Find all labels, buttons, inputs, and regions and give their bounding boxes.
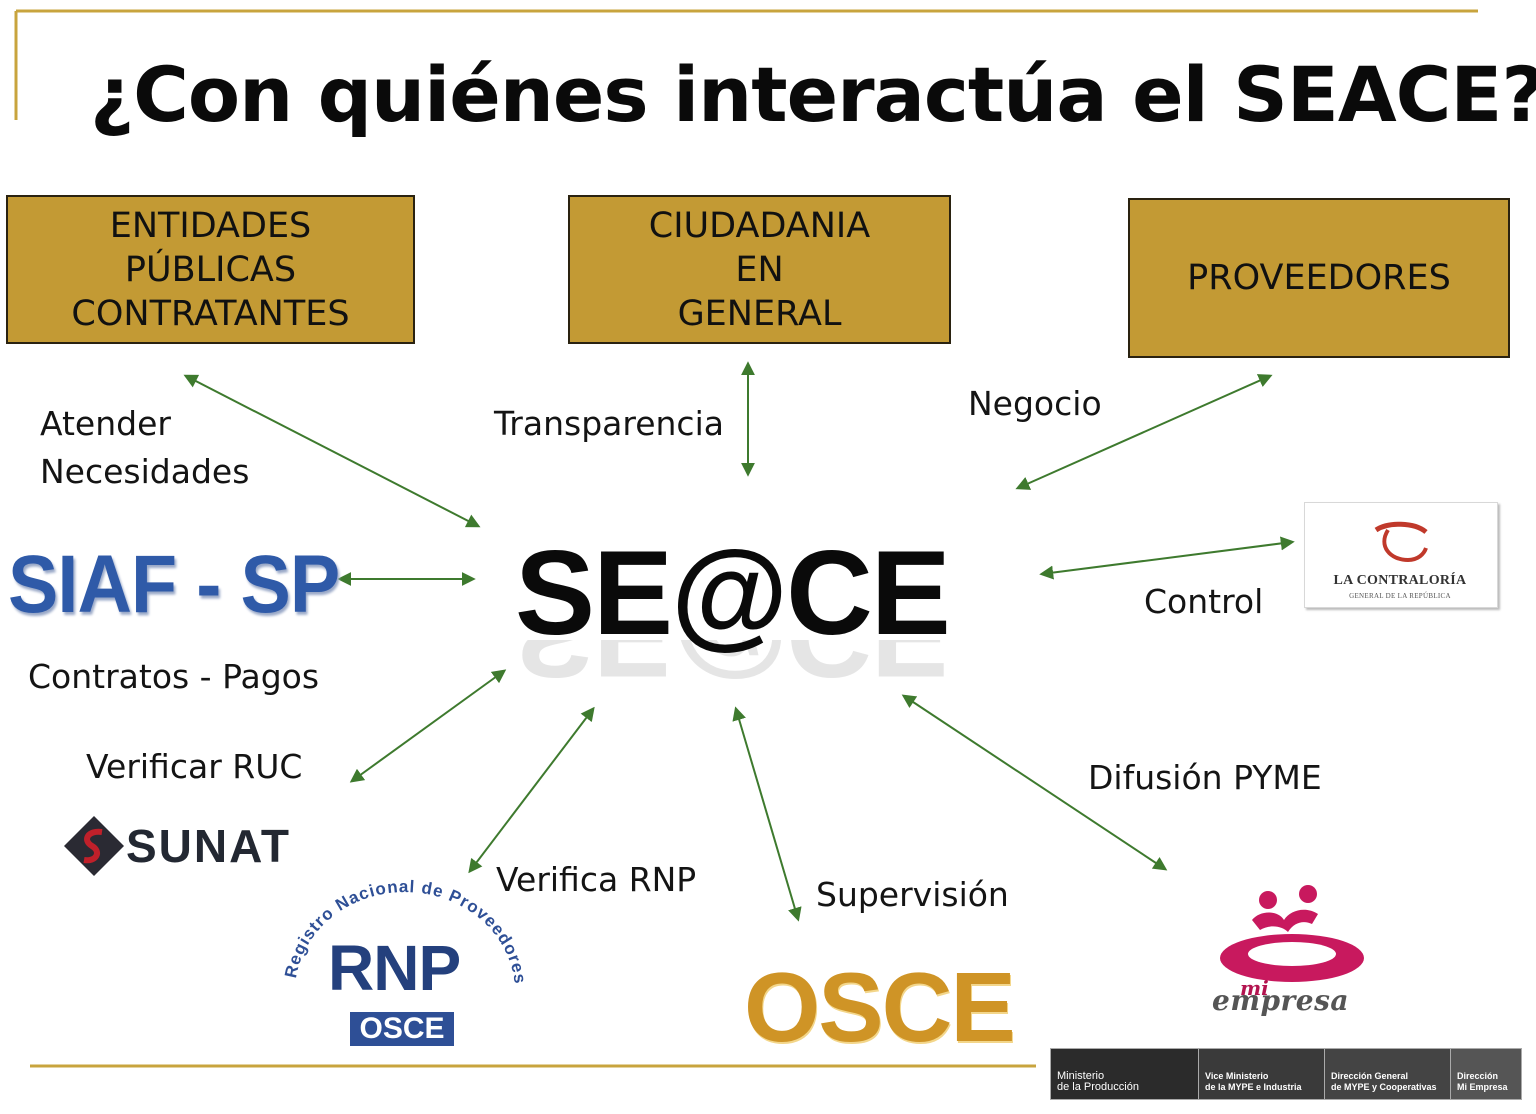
page-title: ¿Con quiénes interactúa el SEACE? bbox=[90, 50, 1536, 139]
ministry-footer-bar: Ministerio de la Producción Vice Ministe… bbox=[1050, 1048, 1522, 1100]
osce-logo: OSCE bbox=[744, 952, 1016, 1062]
rnp-osce-badge: OSCE bbox=[350, 1012, 454, 1046]
arrow-contraloria bbox=[1039, 536, 1295, 580]
ministry-cell-mi-empresa: Dirección Mi Empresa bbox=[1451, 1049, 1521, 1099]
arrow-entidades bbox=[183, 374, 481, 528]
entidades-line-2: PÚBLICAS bbox=[124, 249, 297, 290]
entidades-line-1: ENTIDADES bbox=[109, 205, 312, 246]
label-negocio: Negocio bbox=[968, 384, 1102, 423]
seace-reflection: SE@CE bbox=[515, 640, 949, 700]
label-transparencia: Transparencia bbox=[494, 404, 724, 443]
sunat-logo: SUNAT bbox=[126, 820, 292, 872]
proveedores-line-1: PROVEEDORES bbox=[1187, 258, 1451, 298]
arrow-proveedores bbox=[1015, 374, 1273, 490]
label-atender-line-2: Necesidades bbox=[40, 452, 250, 491]
ciudadania-box: CIUDADANIA EN GENERAL bbox=[568, 195, 951, 344]
contraloria-logo bbox=[1304, 502, 1498, 608]
seace-center-logo: SE@CE bbox=[515, 526, 951, 660]
arrow-miempresa bbox=[901, 694, 1168, 871]
ministry-cell-direccion-general: Dirección General de MYPE y Cooperativas bbox=[1325, 1049, 1451, 1099]
sunat-diamond-icon bbox=[64, 816, 124, 876]
label-contratos: Contratos - Pagos bbox=[28, 657, 320, 696]
siaf-logo: SIAF - SP bbox=[8, 539, 340, 630]
label-atender-line-1: Atender bbox=[40, 404, 171, 443]
label-atender: Atender Necesidades bbox=[40, 400, 249, 496]
ministry-cell-vice: Vice Ministerio de la MYPE e Industria bbox=[1199, 1049, 1325, 1099]
label-control: Control bbox=[1144, 582, 1264, 621]
miempresa-mi-text: mi bbox=[1240, 976, 1269, 1000]
arrow-sunat bbox=[349, 669, 507, 783]
arrow-rnp bbox=[468, 706, 595, 874]
ciudadania-line-1: CIUDADANIA bbox=[648, 205, 871, 246]
rnp-arc-text: Registro Nacional de Proveedores bbox=[281, 877, 529, 985]
proveedores-box: PROVEEDORES bbox=[1128, 198, 1510, 358]
rnp-logo-letters: RNP bbox=[328, 932, 461, 1004]
miempresa-empresa-text: empresa bbox=[1212, 984, 1349, 1017]
entidades-line-3: CONTRATANTES bbox=[71, 293, 350, 334]
entidades-box: ENTIDADES PÚBLICAS CONTRATANTES bbox=[6, 195, 415, 344]
arrow-osce bbox=[732, 706, 802, 922]
label-difusion: Difusión PYME bbox=[1088, 758, 1322, 797]
ministry-cell-produccion: Ministerio de la Producción bbox=[1051, 1049, 1199, 1099]
label-supervision: Supervisión bbox=[816, 875, 1009, 914]
ciudadania-line-3: GENERAL bbox=[677, 293, 842, 334]
ciudadania-line-2: EN bbox=[735, 249, 784, 290]
contraloria-subtitle: GENERAL DE LA REPÚBLICA bbox=[1349, 592, 1451, 600]
miempresa-figures-icon bbox=[1220, 885, 1364, 982]
label-verifica-rnp: Verifica RNP bbox=[496, 860, 697, 899]
contraloria-title: LA CONTRALORÍA bbox=[1333, 573, 1467, 588]
contraloria-emblem-icon bbox=[1374, 521, 1428, 563]
label-verificar-ruc: Verificar RUC bbox=[86, 747, 303, 786]
